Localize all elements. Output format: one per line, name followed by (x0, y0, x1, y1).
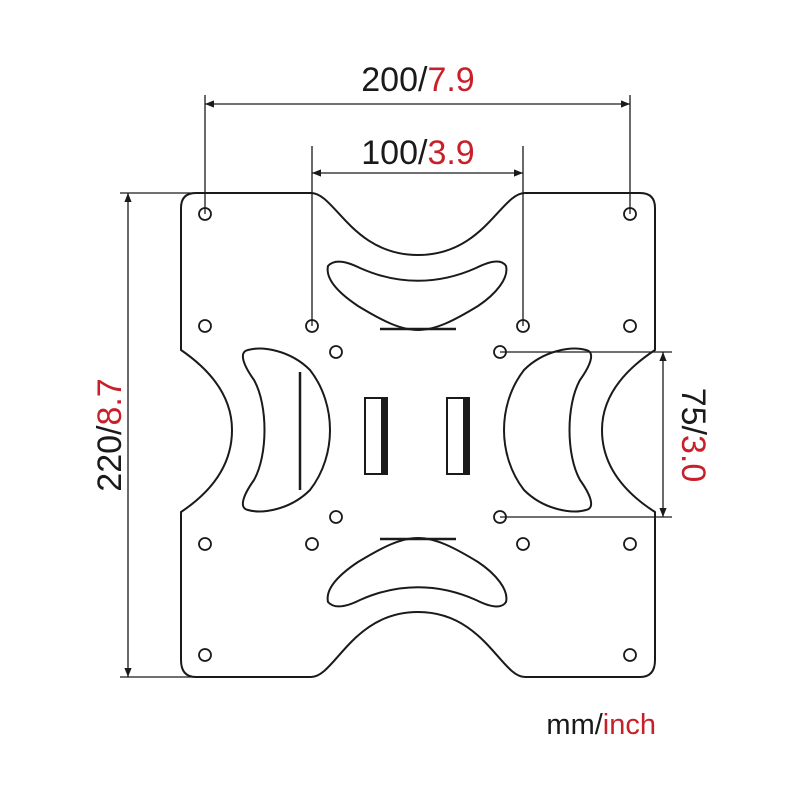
mounting-hole (623, 319, 637, 333)
mounting-hole (516, 537, 530, 551)
bottom-arc-slot (326, 536, 508, 608)
dimension-label-100: 100/3.9 (361, 134, 474, 172)
dimension-label-75: 75/3.0 (674, 388, 712, 483)
dimension-label-220: 220/8.7 (91, 378, 129, 491)
mounting-hole (329, 510, 343, 524)
mounting-hole (198, 648, 212, 662)
top-arc-slot (326, 260, 508, 332)
dimension-75mm: 75/3.0 (500, 351, 712, 518)
dimension-200mm: 200/7.9 (204, 61, 631, 214)
center-slot-right (446, 397, 470, 475)
dimension-220mm: 220/8.7 (91, 192, 226, 678)
right-arc-slot (502, 347, 593, 513)
mounting-hole (305, 537, 319, 551)
mounting-hole (623, 537, 637, 551)
center-slot-left (364, 397, 388, 475)
dimension-label-200: 200/7.9 (361, 61, 474, 99)
mounting-plate-outline (180, 192, 656, 678)
mounting-hole (623, 648, 637, 662)
mounting-hole (198, 537, 212, 551)
dimension-100mm: 100/3.9 (311, 134, 524, 326)
mounting-hole (198, 319, 212, 333)
mounting-hole (329, 345, 343, 359)
unit-legend: mm/inch (546, 709, 656, 741)
left-arc-slot (241, 347, 332, 513)
